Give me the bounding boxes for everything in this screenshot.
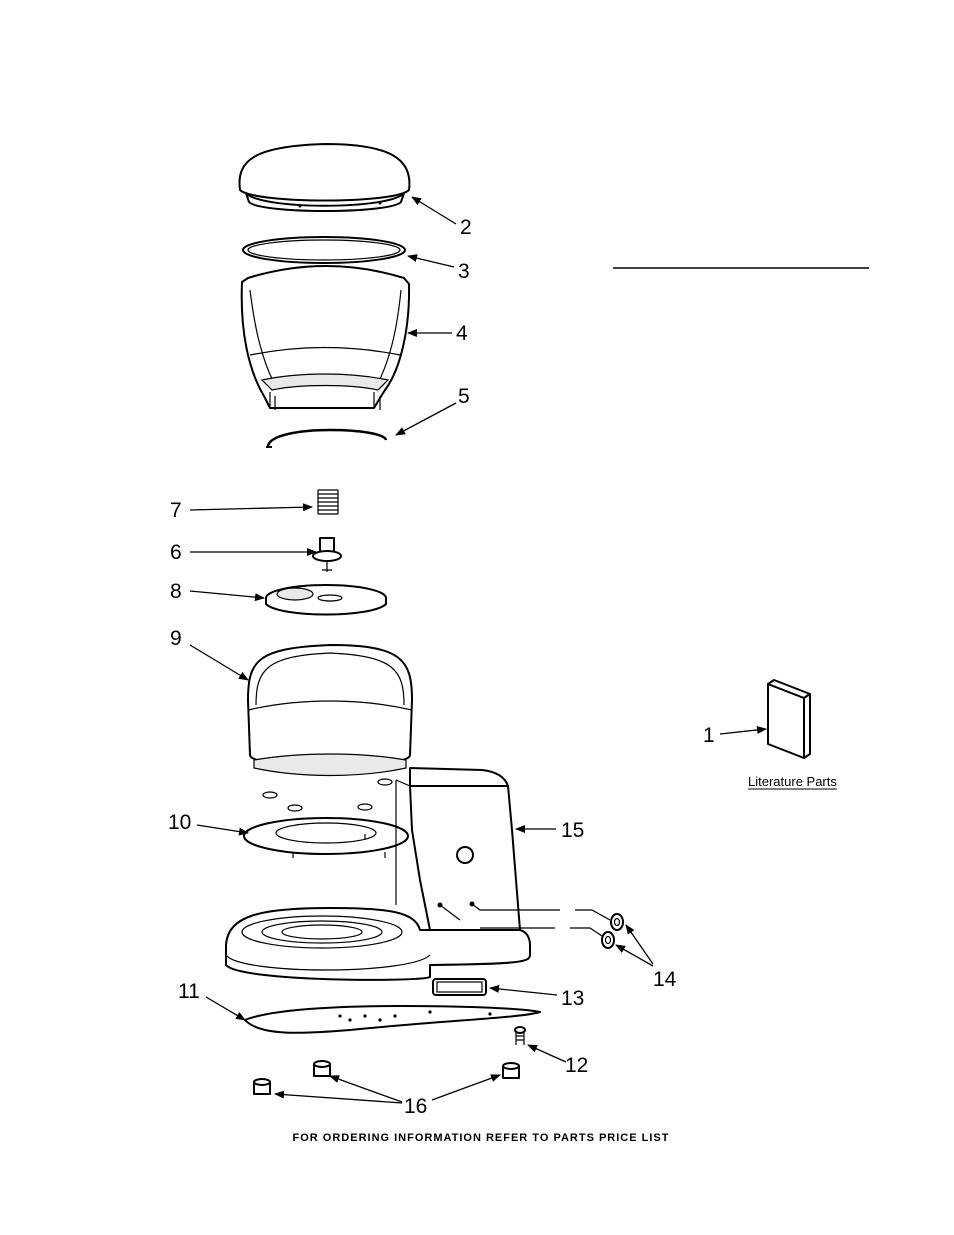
bottom-plate-part bbox=[244, 1005, 541, 1034]
base-part bbox=[225, 907, 531, 981]
spring-part bbox=[317, 489, 339, 515]
burr-shaft-part bbox=[312, 537, 342, 572]
housing-part bbox=[395, 767, 521, 931]
shim-ring-part bbox=[243, 778, 409, 858]
callout-13: 13 bbox=[561, 987, 584, 1010]
callout-11: 11 bbox=[178, 980, 200, 1003]
callout-10: 10 bbox=[168, 811, 191, 834]
callout-12: 12 bbox=[565, 1054, 588, 1077]
callout-15: 15 bbox=[561, 819, 584, 842]
washers-part bbox=[439, 903, 624, 949]
burr-plate-part bbox=[265, 584, 387, 616]
callout-14: 14 bbox=[653, 968, 677, 991]
callout-6: 6 bbox=[170, 541, 182, 564]
leader-arrows bbox=[189, 196, 767, 1104]
callout-4: 4 bbox=[456, 322, 468, 345]
feet-part bbox=[253, 1060, 520, 1095]
screw-part bbox=[514, 1026, 526, 1045]
lid-part bbox=[238, 143, 411, 212]
callout-3: 3 bbox=[458, 260, 470, 283]
gasket-ring-part bbox=[242, 236, 406, 264]
retaining-clip-part bbox=[266, 428, 388, 448]
callout-2: 2 bbox=[460, 216, 472, 239]
callout-7: 7 bbox=[170, 499, 182, 522]
hopper-bowl-part bbox=[240, 265, 411, 410]
bean-container-part bbox=[247, 644, 413, 777]
callout-8: 8 bbox=[170, 580, 182, 603]
literature-booklet-part bbox=[767, 679, 811, 759]
callout-5: 5 bbox=[458, 385, 470, 408]
callout-9: 9 bbox=[170, 627, 182, 650]
literature-parts-label: Literature Parts bbox=[748, 774, 837, 789]
callout-16: 16 bbox=[404, 1095, 427, 1118]
switch-part bbox=[432, 978, 487, 996]
callout-1: 1 bbox=[703, 724, 715, 747]
footer-note: FOR ORDERING INFORMATION REFER TO PARTS … bbox=[293, 1132, 670, 1144]
